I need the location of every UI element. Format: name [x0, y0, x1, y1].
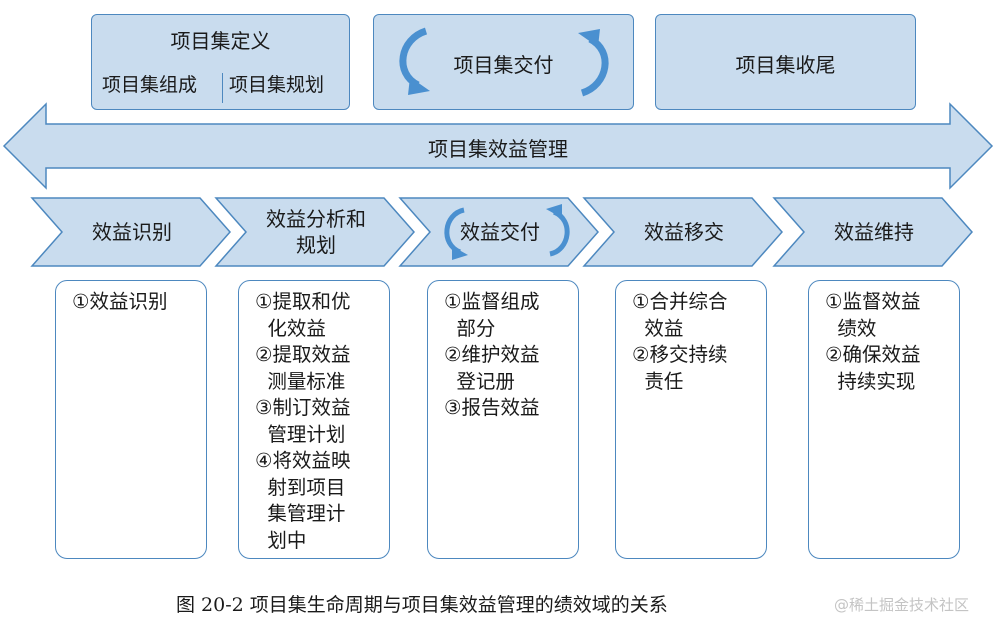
- stage-chevron-sustainment: [772, 197, 974, 267]
- detail-item: 集管理计: [255, 502, 346, 525]
- detail-card-transition: ①合并综合 效益 ②移交持续 责任: [615, 280, 767, 559]
- detail-item: ②移交持续: [632, 343, 728, 366]
- detail-item: ①合并综合: [632, 290, 728, 313]
- detail-card-delivery: ①监督组成 部分 ②维护效益 登记册 ③报告效益: [427, 280, 579, 559]
- detail-item: ①监督组成: [444, 290, 540, 313]
- phase-definition-title: 项目集定义: [170, 29, 271, 53]
- phase-definition-box: 项目集定义 项目集组成 项目集规划: [91, 14, 350, 110]
- stage-label-line: 效益移交: [644, 220, 724, 244]
- phase-divider: [222, 73, 223, 103]
- detail-item: 管理计划: [255, 422, 346, 446]
- stage-label-planning: 效益分析和 规划: [246, 206, 386, 258]
- phase-delivery-box: 项目集交付: [373, 14, 634, 110]
- stage-label-sustainment: 效益维持: [804, 219, 944, 245]
- stage-chevrons: [30, 197, 974, 267]
- watermark: @稀土掘金技术社区: [834, 596, 970, 614]
- stage-chevron-transition: [582, 197, 784, 267]
- cycle-arrow-left-icon: [399, 27, 430, 95]
- stage-label-line: 效益分析和: [266, 207, 366, 231]
- detail-item: ③报告效益: [444, 396, 540, 419]
- benefits-management-arrow: [2, 102, 994, 190]
- detail-item: 登记册: [444, 369, 515, 393]
- stage-chevron-planning: [214, 197, 416, 267]
- phase-delivery-title: 项目集交付: [453, 53, 554, 77]
- detail-item: 测量标准: [255, 369, 346, 393]
- detail-item: 划中: [255, 528, 307, 552]
- detail-item: ③制订效益: [255, 396, 351, 419]
- phase-definition-planning: 项目集规划: [229, 74, 325, 96]
- stage-label-line: 效益识别: [92, 220, 172, 244]
- detail-item: ②确保效益: [825, 343, 921, 366]
- detail-item: 责任: [632, 369, 684, 393]
- stage-label-transition: 效益移交: [614, 219, 754, 245]
- figure-caption: 图 20-2 项目集生命周期与项目集效益管理的绩效域的关系: [176, 594, 668, 616]
- stage-label-identification: 效益识别: [62, 219, 202, 245]
- detail-item: ④将效益映: [255, 449, 351, 472]
- detail-item: 射到项目: [255, 475, 346, 499]
- cycle-arrow-right-icon: [578, 29, 609, 97]
- stage-label-line: 效益交付: [460, 220, 540, 244]
- detail-card-planning: ①提取和优 化效益 ②提取效益 测量标准 ③制订效益 管理计划 ④将效益映 射到…: [238, 280, 390, 559]
- detail-item: ②维护效益: [444, 343, 540, 366]
- stage-cycle-icon: [444, 204, 570, 260]
- detail-item: 部分: [444, 316, 496, 340]
- benefits-management-label: 项目集效益管理: [428, 137, 568, 161]
- detail-item: ②提取效益: [255, 343, 351, 366]
- detail-item: ①提取和优: [255, 290, 351, 313]
- phase-closure-box: 项目集收尾: [655, 14, 916, 110]
- phase-definition-composition: 项目集组成: [102, 74, 198, 96]
- detail-item: 效益: [632, 316, 684, 340]
- detail-item: 持续实现: [825, 369, 916, 393]
- stage-label-delivery: 效益交付: [430, 219, 570, 245]
- stage-chevron-identification: [30, 197, 232, 267]
- detail-item: ①效益识别: [72, 290, 168, 313]
- stage-label-line: 效益维持: [834, 220, 914, 244]
- stage-label-line: 规划: [296, 233, 336, 257]
- detail-item: ①监督效益: [825, 290, 921, 313]
- phase-closure-title: 项目集收尾: [735, 53, 836, 77]
- detail-item: 绩效: [825, 316, 877, 340]
- detail-item: 化效益: [255, 316, 326, 340]
- detail-card-identification: ①效益识别: [55, 280, 207, 559]
- stage-chevron-delivery: [398, 197, 600, 267]
- detail-card-sustainment: ①监督效益 绩效 ②确保效益 持续实现: [808, 280, 960, 559]
